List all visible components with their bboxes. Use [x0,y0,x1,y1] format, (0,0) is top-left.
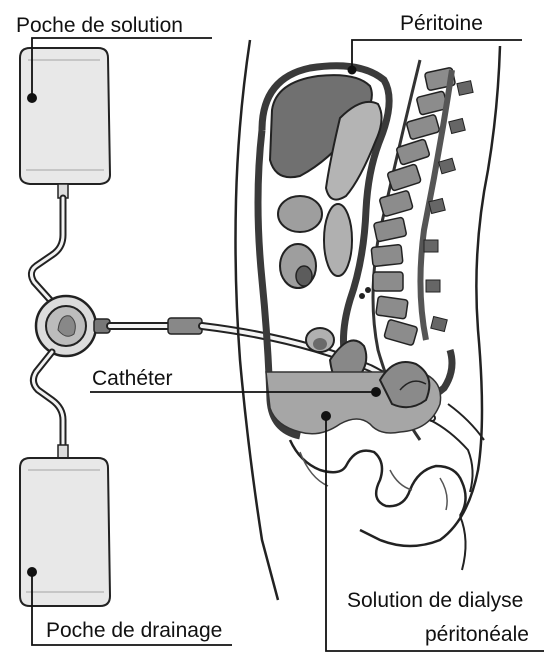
solution-bag-label: Poche de solution [16,14,183,37]
dialysis-solution-label-line1: Solution de dialyse [347,589,523,612]
peritoneum-label: Péritoine [400,12,483,35]
drainage-bag-label: Poche de drainage [46,619,222,642]
abdomen-cross-section [236,40,501,600]
catheter-label: Cathéter [92,367,173,390]
solution-bag [20,48,110,198]
dialysis-solution-label-line2: péritonéale [425,623,529,646]
peritoneum-leader [352,40,522,70]
drainage-bag [20,445,110,606]
transfer-connector [36,296,110,356]
intestine-loop [278,196,322,232]
